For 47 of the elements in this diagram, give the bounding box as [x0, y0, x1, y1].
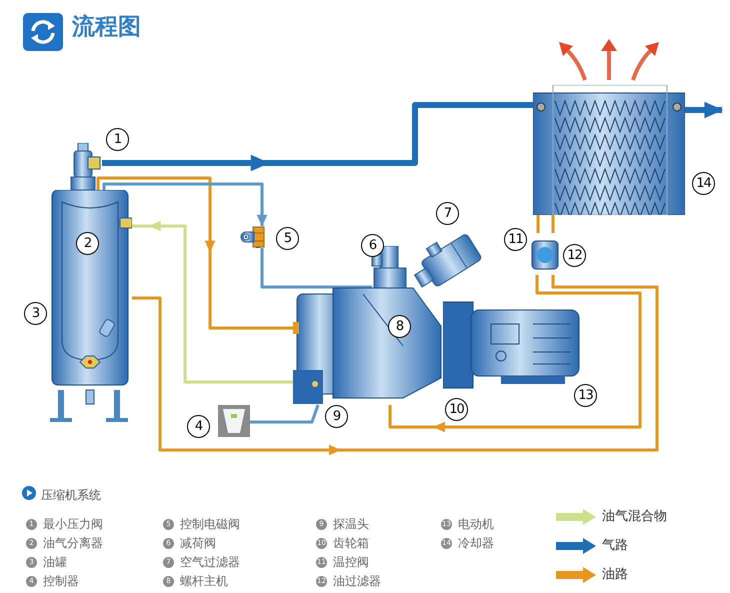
pipe — [260, 248, 372, 288]
pipe — [685, 102, 724, 118]
legend-text: 油路 — [602, 566, 628, 584]
legend-text: 气路 — [602, 537, 628, 556]
callout-number: 10 — [445, 398, 468, 421]
pipe — [132, 275, 658, 456]
callout-number: 4 — [187, 415, 210, 438]
pipe — [102, 182, 268, 227]
list-heading: 压缩机系统 — [41, 487, 101, 504]
list-item: 电动机 — [458, 516, 494, 533]
callout-number: 6 — [361, 234, 384, 257]
callout-number: 11 — [504, 228, 527, 251]
title: 流程图 — [72, 16, 141, 39]
solenoid-valve-drawing — [240, 226, 266, 248]
callout-number: 14 — [692, 172, 715, 195]
pipe — [102, 102, 535, 172]
list-item: 减荷阀 — [180, 535, 216, 552]
pipe — [96, 176, 293, 330]
list-item: 油过滤器 — [333, 573, 381, 590]
cooler-drawing — [533, 85, 685, 215]
callout-number: 1 — [106, 128, 129, 151]
list-item: 控制电磁阀 — [180, 516, 240, 533]
callout-number: 12 — [563, 244, 586, 267]
compressor-drawing — [293, 286, 443, 405]
list-item: 控制器 — [43, 573, 79, 590]
callout-number: 5 — [276, 227, 299, 250]
list-item: 探温头 — [333, 516, 369, 533]
pipe — [250, 404, 320, 424]
list-item: 油气分离器 — [43, 535, 103, 552]
callout-number: 3 — [24, 302, 47, 325]
controller-drawing — [218, 405, 250, 437]
list-item: 空气过滤器 — [180, 554, 240, 571]
callout-number: 13 — [574, 384, 597, 407]
pipe — [536, 215, 540, 233]
legend-text: 油气混合物 — [602, 508, 667, 526]
list-item: 齿轮箱 — [333, 535, 369, 552]
pipe — [388, 275, 642, 432]
pipe — [132, 220, 293, 384]
list-item: 最小压力阀 — [43, 516, 103, 533]
list-item: 螺杆主机 — [180, 573, 228, 590]
list-item: 油罐 — [43, 554, 67, 571]
list-item: 冷却器 — [458, 535, 494, 552]
callout-number: 9 — [325, 405, 348, 428]
list-item: 温控阀 — [333, 554, 369, 571]
pipe — [552, 215, 554, 233]
valve-drawing — [68, 143, 102, 190]
callout-number: 7 — [436, 202, 459, 225]
